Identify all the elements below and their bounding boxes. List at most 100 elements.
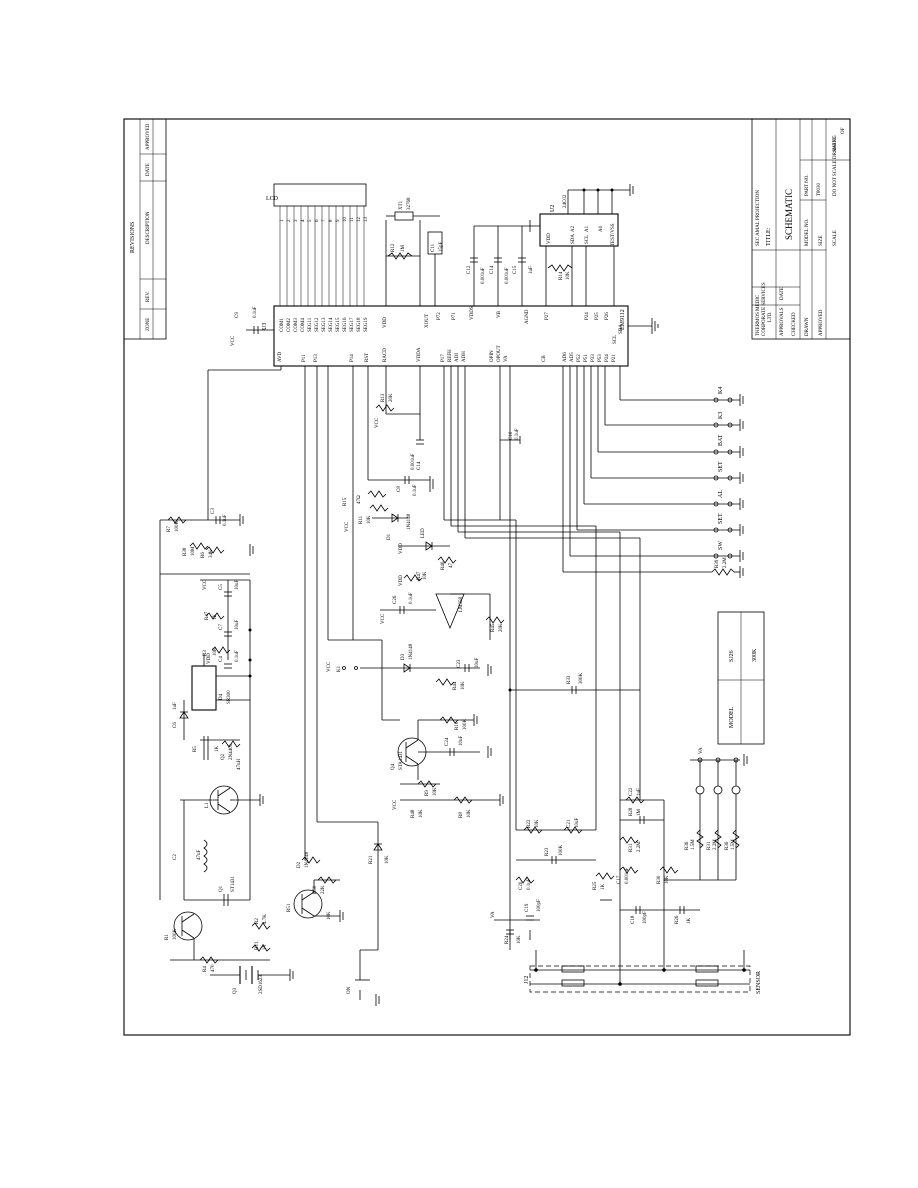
svg-text:P33: P33 <box>591 354 596 362</box>
svg-text:10uF: 10uF <box>475 658 480 669</box>
lcd-label: LCD <box>266 196 279 202</box>
svg-text:47uF: 47uF <box>197 850 202 861</box>
svg-text:K4: K4 <box>718 387 724 394</box>
lcd-pin-12: 12 <box>357 217 362 223</box>
svg-text:VDD: VDD <box>399 543 404 554</box>
svg-text:P26: P26 <box>605 312 610 320</box>
svg-text:1uF: 1uF <box>173 702 178 710</box>
svg-text:VDDA: VDDA <box>417 347 422 362</box>
svg-text:C23: C23 <box>457 659 462 668</box>
svg-text:47Ω: 47Ω <box>357 495 362 504</box>
svg-text:10K: 10K <box>213 647 218 656</box>
rst-net: R13 20K VCC 0.001uF C14 <box>352 366 424 640</box>
svg-text:R1: R1 <box>165 934 170 940</box>
svg-text:100K: 100K <box>463 719 468 731</box>
date-code: T8030 <box>817 182 822 196</box>
model-table: MODEL SJ26 300K <box>717 611 765 745</box>
svg-text:470: 470 <box>211 964 216 972</box>
svg-text:C4: C4 <box>219 656 224 662</box>
svg-text:VDD: VDD <box>399 575 404 586</box>
svg-text:47: 47 <box>449 563 454 569</box>
svg-text:P11: P11 <box>302 354 307 362</box>
q4-transistor: Q4 STA1431 R10 100K C24 10uF R9 10K R48 … <box>391 714 504 818</box>
rev-col-rev: REV. <box>146 291 151 302</box>
svg-text:Q4: Q4 <box>391 763 396 770</box>
lcd-pin-lines <box>279 206 365 306</box>
d4-schottky: C6 1uF <box>173 700 189 740</box>
svg-text:2SD1623: 2SD1623 <box>259 975 264 994</box>
svg-text:VDDS: VDDS <box>470 306 475 320</box>
svg-text:R22: R22 <box>527 819 532 828</box>
svg-text:D4: D4 <box>219 693 224 700</box>
svg-text:R10: R10 <box>455 721 460 730</box>
svg-text:R50: R50 <box>313 885 318 894</box>
svg-text:0.001uF: 0.001uF <box>625 867 630 884</box>
svg-text:C20: C20 <box>519 881 524 890</box>
rev-col-approved: APPROVED <box>146 123 151 150</box>
svg-text:VDD: VDD <box>207 653 212 664</box>
svg-text:R44: R44 <box>453 681 458 690</box>
r21-r22-network: R22 10K C21 10uF R23 100K C20 0.1uF <box>515 818 596 890</box>
svg-text:R8: R8 <box>459 812 464 818</box>
svg-text:C26: C26 <box>393 595 398 604</box>
svg-text:34K: 34K <box>209 549 214 558</box>
do-not-scale-note: DO NOT SCALE DRAWING <box>833 135 838 196</box>
svg-text:0.1uF: 0.1uF <box>515 428 520 440</box>
svg-text:0.1uF: 0.1uF <box>409 592 414 604</box>
svg-text:R36: R36 <box>725 841 730 850</box>
svg-text:R13: R13 <box>381 393 386 402</box>
svg-text:C14: C14 <box>417 461 422 470</box>
svg-text:VA: VA <box>504 355 509 362</box>
c13-mid: R33 300K <box>508 366 640 950</box>
svg-text:SCL: SCL <box>613 335 618 344</box>
svg-text:100K: 100K <box>173 929 178 941</box>
svg-text:P72: P72 <box>437 312 442 320</box>
svg-text:3V: 3V <box>263 944 268 951</box>
svg-text:1.5M: 1.5M <box>691 839 696 850</box>
svg-text:1K: 1K <box>687 918 692 925</box>
svg-text:SEG17: SEG17 <box>350 317 355 332</box>
on-switch: ON <box>347 949 380 1006</box>
svg-text:C12: C12 <box>467 265 472 274</box>
svg-text:1M: 1M <box>637 809 642 817</box>
svg-text:P27: P27 <box>545 312 550 320</box>
date-label: DATE <box>780 287 785 300</box>
svg-text:COM1: COM1 <box>280 318 285 332</box>
crystal-xt1: XT1 32768 <box>385 197 440 306</box>
svg-text:C21: C21 <box>567 819 572 828</box>
svg-text:J12: J12 <box>524 976 530 984</box>
rev-col-zone: ZONE <box>146 318 151 331</box>
svg-text:R36: R36 <box>685 841 690 850</box>
svg-text:10K: 10K <box>461 681 466 690</box>
svg-text:R51: R51 <box>287 903 292 912</box>
mcu-part: EM9112 <box>620 309 626 330</box>
sensor-connector: J12 SENSOR <box>524 950 762 994</box>
svg-text:LM358: LM358 <box>459 597 464 613</box>
svg-text:CB: CB <box>542 355 547 362</box>
svg-text:R33: R33 <box>567 675 572 684</box>
svg-text:1.5M: 1.5M <box>731 839 736 850</box>
svg-text:C14: C14 <box>490 265 495 274</box>
svg-text:COM4: COM4 <box>301 318 306 332</box>
drawing-title: SCHEMATIC <box>784 189 794 240</box>
svg-text:VCC: VCC <box>381 613 386 624</box>
c15-capacitor: C15 1uF <box>513 220 534 306</box>
svg-text:0.1uF: 0.1uF <box>253 306 258 318</box>
svg-text:AL: AL <box>718 490 724 498</box>
svg-text:XT1: XT1 <box>399 200 404 210</box>
svg-text:R5: R5 <box>193 746 198 752</box>
switch-set-1: SET <box>712 461 744 484</box>
lcd-pin-1: 1 <box>280 219 285 222</box>
svg-text:Q1: Q1 <box>219 885 224 892</box>
svg-text:C19: C19 <box>525 903 530 912</box>
svg-text:RACD: RACD <box>383 348 388 362</box>
r15-c8-reset-network: C8 0.1uF R15 47Ω R11 10K VCC D1 1N4148 <box>343 476 434 540</box>
approved-label: APPROVED <box>819 309 824 336</box>
svg-text:SEG14: SEG14 <box>329 317 334 332</box>
svg-text:R21: R21 <box>369 855 374 864</box>
svg-text:P52: P52 <box>577 354 582 362</box>
c10-capacitor: C10 0.1uF <box>499 366 521 520</box>
svg-text:P24: P24 <box>605 354 610 362</box>
jumper-area: VA R36 1.5M R31 2.2M R36 1.5M <box>664 747 748 881</box>
svg-text:STA1431: STA1431 <box>399 750 404 770</box>
